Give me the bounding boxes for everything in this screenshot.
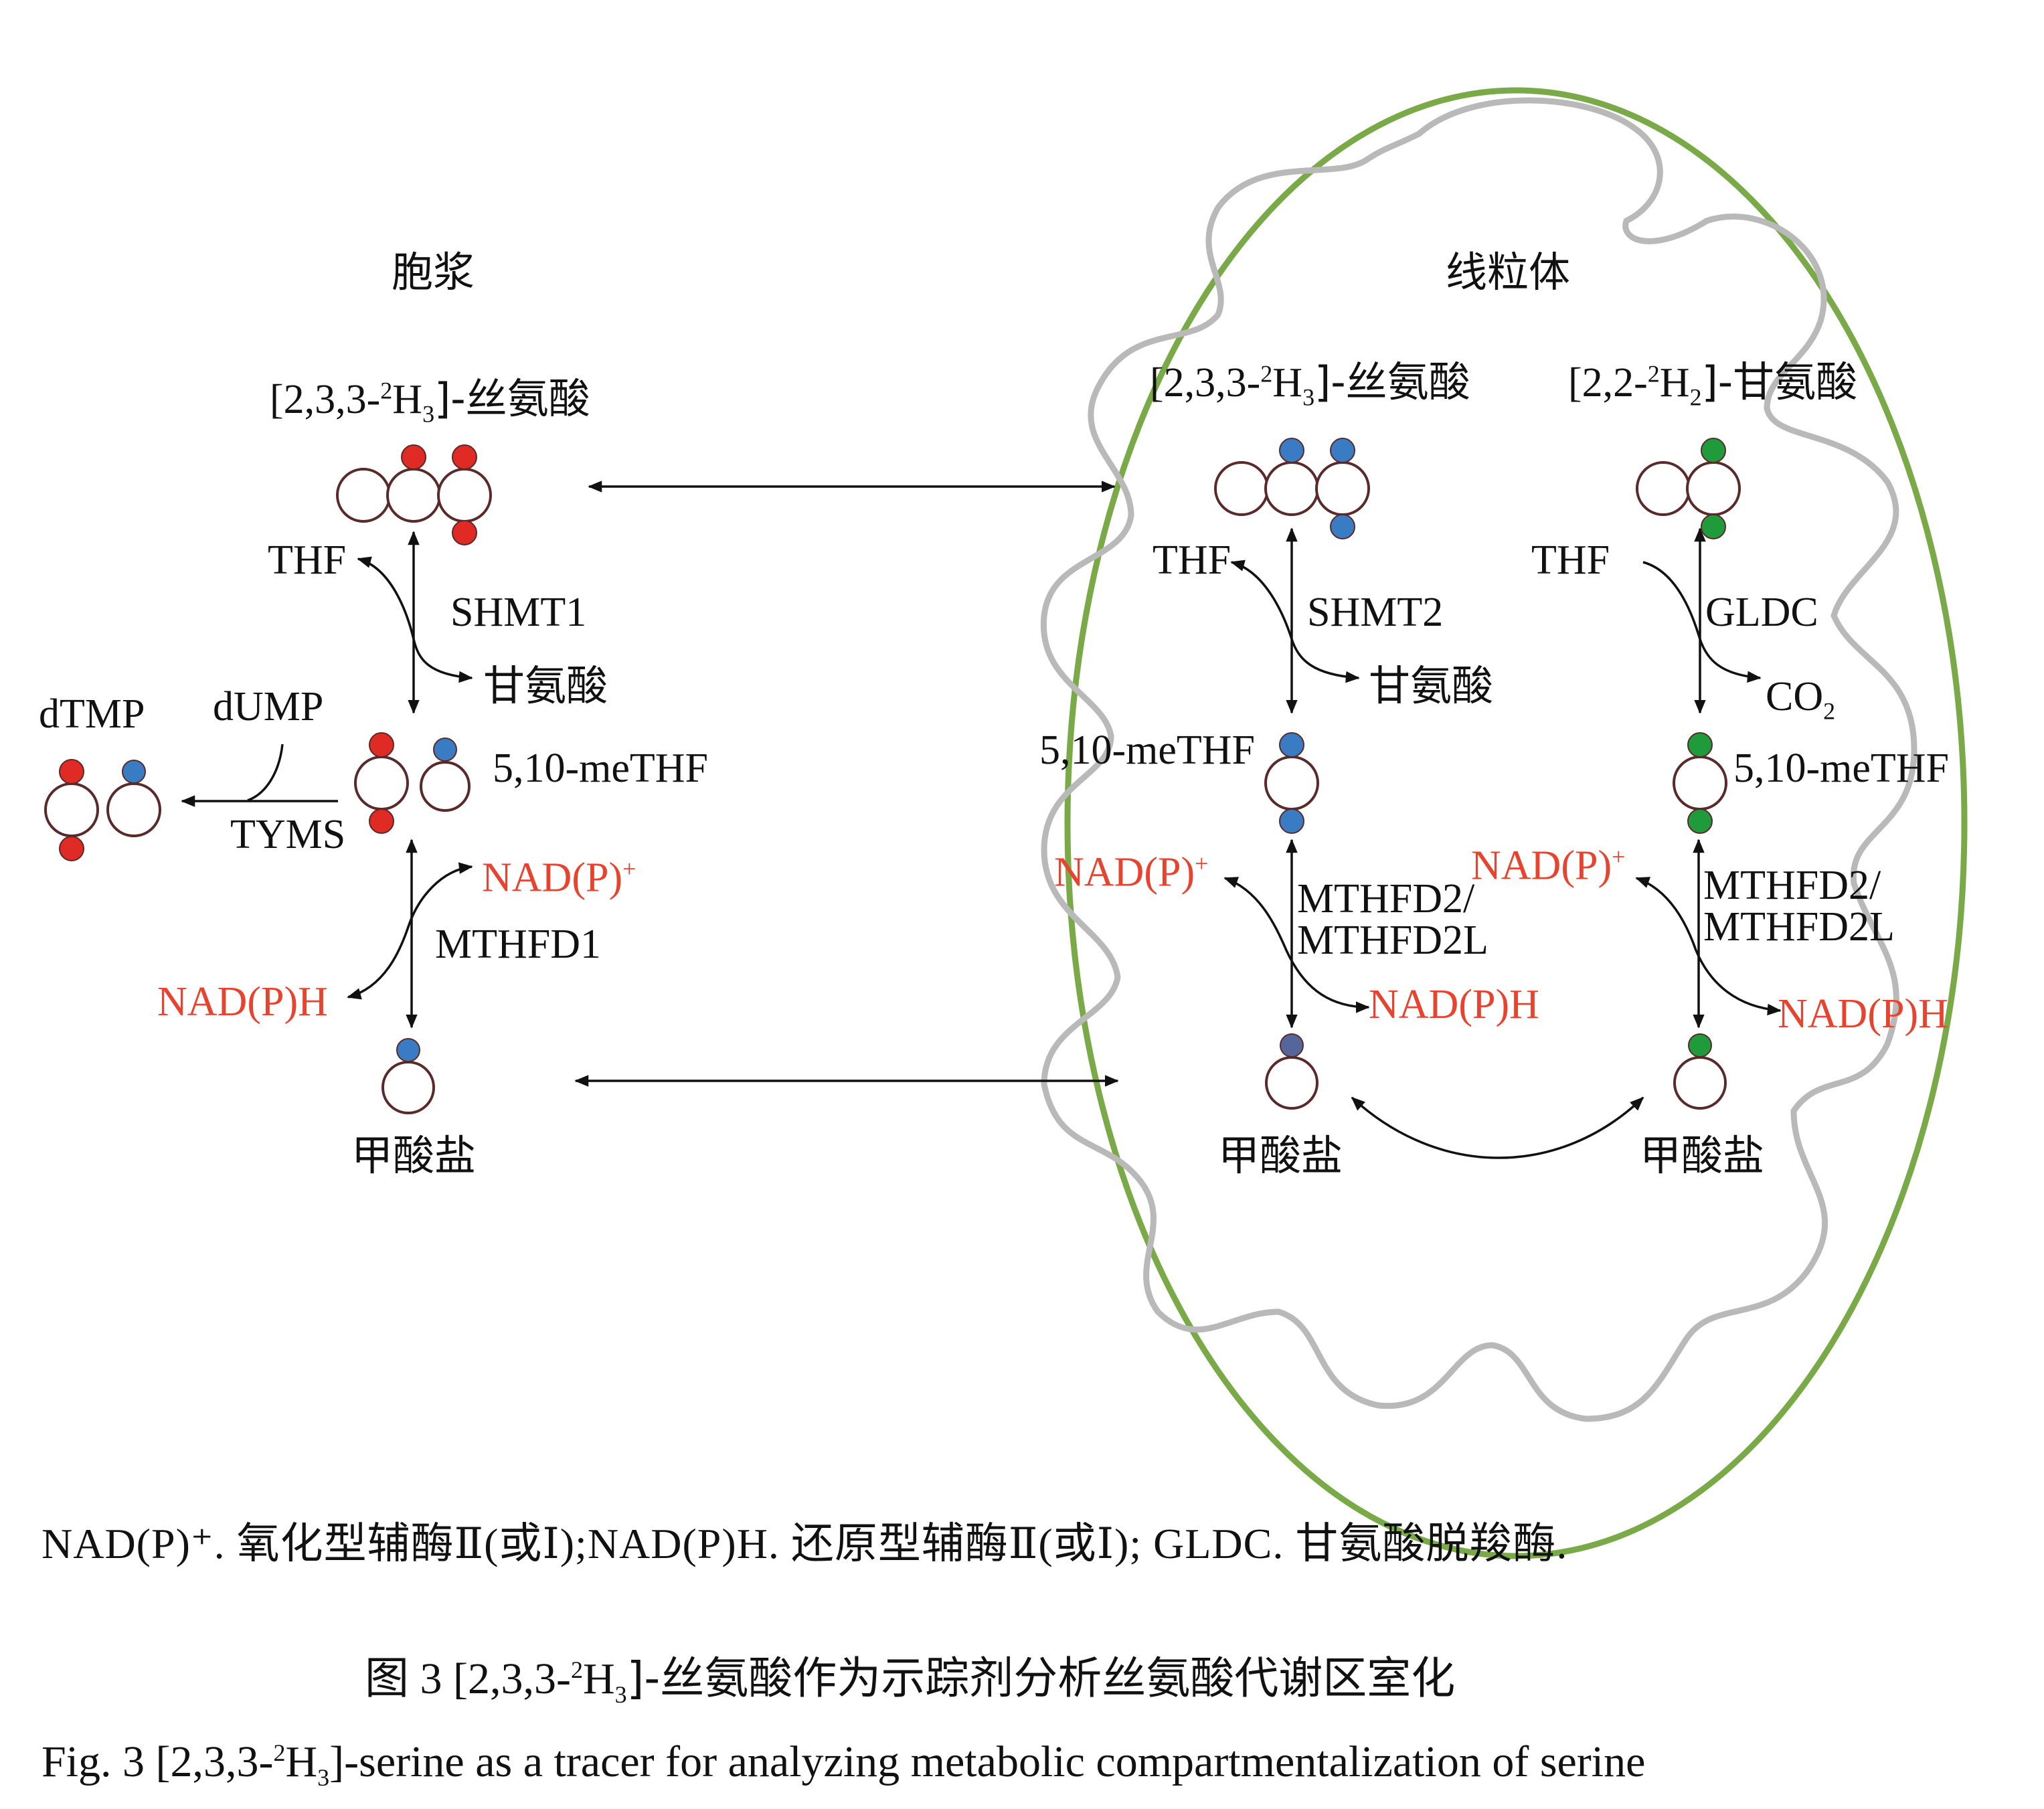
mito-methf2-label: 5,10-meTHF [1733, 746, 1950, 791]
dtmp-label: dTMP [39, 691, 145, 737]
shmt2-label: SHMT2 [1307, 590, 1444, 635]
mito-formate2-label: 甲酸盐 [1640, 1131, 1765, 1180]
abbreviation-legend: NAD(P)⁺. 氧化型辅酶Ⅱ(或Ⅰ);NAD(P)H. 还原型辅酶Ⅱ(或Ⅰ);… [41, 1520, 1568, 1567]
mito-glycine-label: 甘氨酸 [1369, 661, 1494, 710]
cytoplasm-label: 胞浆 [392, 248, 475, 296]
co2-label: CO2 [1766, 674, 1836, 725]
cyto-formate-label: 甲酸盐 [351, 1131, 477, 1180]
gldc-label: GLDC [1705, 590, 1818, 635]
mito-formate2-molecule [1673, 1033, 1727, 1110]
cyto-nadph-label: NAD(P)H [157, 979, 328, 1025]
cyto-thf-label: THF [268, 537, 347, 583]
mito-nadp-plus2-label: NAD(P)+ [1471, 843, 1626, 889]
figure-caption-cn: 图 3 [2,3,3-2H3]-丝氨酸作为示踪剂分析丝氨酸代谢区室化 [365, 1652, 1456, 1709]
mito-nadp-plus1-label: NAD(P)+ [1054, 849, 1209, 895]
mito-serine-label: [2,3,3-2H3]-丝氨酸 [1150, 357, 1470, 411]
tyms-label: TYMS [230, 812, 346, 857]
cyto-nadp-plus-label: NAD(P)+ [482, 855, 636, 901]
cyto-methf-molecule [354, 732, 471, 834]
mito-mthfd2-2b-label: MTHFD2L [1703, 904, 1895, 950]
cyto-methf-label: 5,10-meTHF [493, 746, 709, 791]
mito-mthfd2-1a-label: MTHFD2/ [1297, 876, 1475, 922]
cyto-serine-label: [2,3,3-2H3]-丝氨酸 [270, 374, 590, 428]
mito-mthfd2-2a-label: MTHFD2/ [1703, 863, 1881, 908]
mito-nadph2-label: NAD(P)H [1778, 991, 1948, 1037]
dump-label: dUMP [213, 684, 324, 729]
dtmp-molecule [44, 759, 161, 861]
reaction-arrows [181, 481, 1782, 1159]
mito-glycine-d2-molecule [1636, 438, 1741, 539]
mito-mthfd2-1b-label: MTHFD2L [1297, 918, 1488, 963]
mito-thf2-label: THF [1531, 537, 1610, 583]
mitochondrion-label: 线粒体 [1446, 248, 1571, 296]
mito-nadph1-label: NAD(P)H [1369, 982, 1539, 1027]
mito-glycine-d2-label: [2,2-2H2]-甘氨酸 [1568, 357, 1858, 411]
cyto-serine-molecule [336, 444, 492, 545]
mitochondrion-inner-membrane [1040, 97, 1918, 1422]
mito-formate1-label: 甲酸盐 [1218, 1131, 1343, 1180]
cyto-glycine-label: 甘氨酸 [483, 661, 608, 710]
cyto-formate-molecule [381, 1038, 435, 1114]
mitochondrion-outer-membrane [1064, 87, 1968, 1559]
figure-caption-en: Fig. 3 [2,3,3-2H3]-serine as a tracer fo… [41, 1737, 1646, 1792]
mito-serine-molecule [1214, 438, 1370, 539]
mito-methf2-molecule [1673, 732, 1727, 834]
mito-thf1-label: THF [1153, 537, 1231, 583]
mito-methf1-label: 5,10-meTHF [1039, 727, 1256, 773]
shmt1-label: SHMT1 [450, 590, 587, 635]
mito-methf1-molecule [1264, 732, 1319, 834]
mthfd1-label: MTHFD1 [435, 922, 602, 967]
mito-formate1-molecule [1265, 1033, 1318, 1110]
